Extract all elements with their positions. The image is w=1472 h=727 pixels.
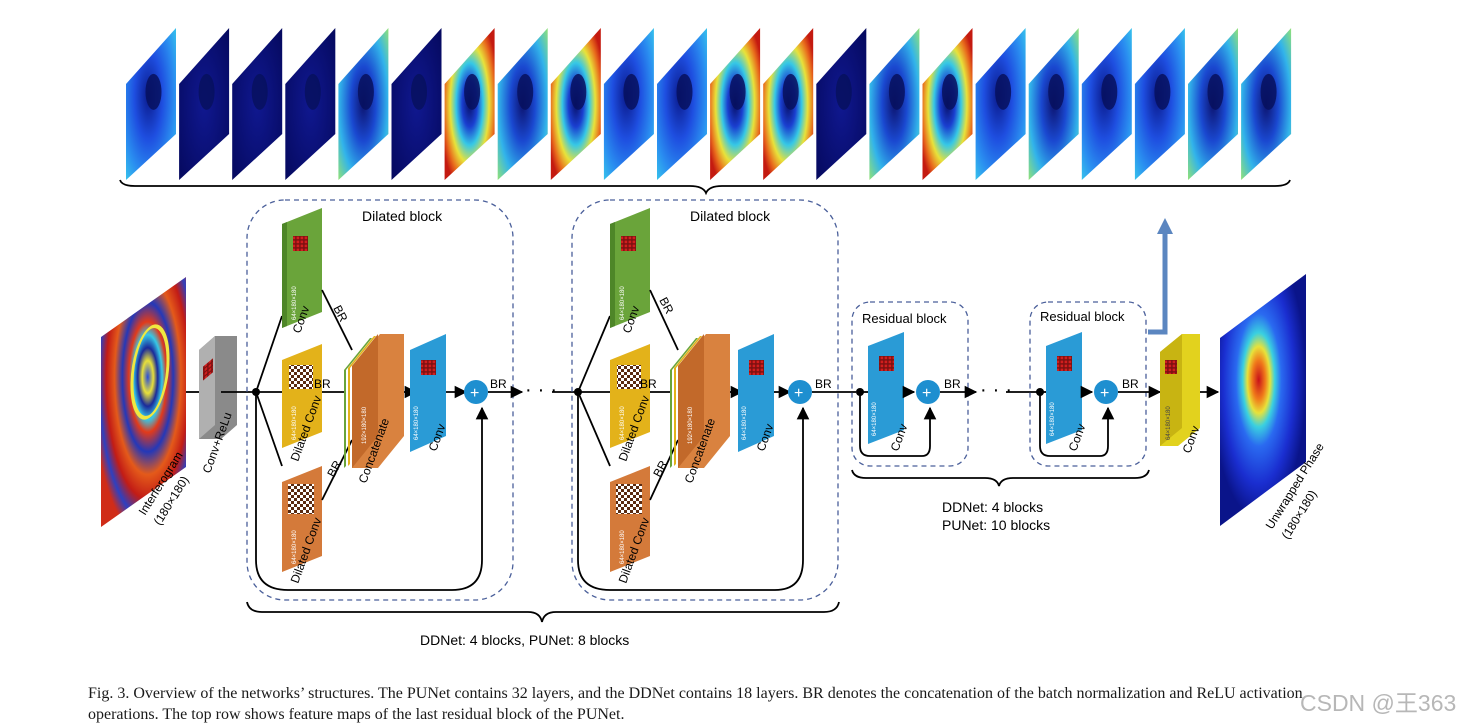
svg-text:64×180×180: 64×180×180 [872, 402, 878, 436]
dilated-block-2 [571, 199, 839, 601]
feature-map-arrow [1148, 218, 1173, 335]
feature-map-label: 15 [516, 159, 533, 176]
feature-map-label: 44 [994, 159, 1011, 176]
feature-map-label: 2 [144, 164, 157, 176]
dilated-block-2-title: Dilated block [690, 208, 771, 224]
residual-brace [851, 469, 1150, 487]
feature-map-label: 47 [1047, 159, 1064, 176]
unwrapped-phase-image [1220, 274, 1306, 526]
feature-map-label: 32 [835, 159, 852, 176]
feature-maps-brace [119, 179, 1291, 196]
feature-map-core [1048, 73, 1065, 110]
br-label-2a: BR [656, 295, 676, 317]
feature-map-label: 18 [569, 159, 586, 176]
feature-map-core [623, 73, 640, 110]
feature-map-label: 8 [251, 164, 264, 176]
dilated-block-count: DDNet: 4 blocks, PUNet: 8 blocks [420, 632, 629, 648]
residual-block-2-content: 64×180×180 + [1036, 332, 1162, 457]
feature-map-label: 36 [888, 159, 905, 176]
feature-map-label: 37 [941, 159, 958, 176]
svg-text:+: + [470, 385, 479, 402]
svg-text:64×180×180: 64×180×180 [620, 286, 626, 320]
feature-map-label: 57 [1153, 159, 1170, 176]
feature-map-label: 30 [782, 159, 799, 176]
feature-map-label: 23 [622, 159, 639, 176]
feature-map-core [888, 73, 905, 110]
feature-map-label: 64 [1259, 159, 1276, 176]
feature-map-core [570, 73, 587, 110]
output-conv-layer: 64×180×180 [1160, 334, 1220, 446]
feature-map-label: 29 [728, 159, 745, 176]
feature-map-label: 13 [410, 159, 427, 176]
feature-map-core [411, 73, 427, 110]
ellipsis-1: ··· [525, 379, 563, 401]
residual-block-1 [851, 301, 969, 467]
feature-map-label: 11 [357, 160, 373, 176]
dilated-block-2-content: 64×180×180 64×180×180 64×180×180 192×180… [574, 208, 856, 591]
br-label-2d: BR [815, 377, 832, 391]
br-label-2b: BR [640, 377, 657, 391]
dilated-block-1-content: 64×180×180 64×180×180 64×180×180 192×180… [252, 208, 524, 591]
dilated-block-1 [246, 199, 514, 601]
watermark: CSDN @王363 [1300, 690, 1457, 716]
feature-map-core [464, 73, 481, 110]
feature-map-core [198, 73, 215, 110]
feature-map-core [995, 73, 1012, 110]
residual-block-1-title: Residual block [862, 311, 947, 326]
feature-map-core [1260, 73, 1277, 110]
feature-map-label: 49 [1100, 159, 1117, 176]
feature-map-core [145, 73, 162, 110]
conv-relu-layer [199, 336, 237, 439]
ellipsis-2: ··· [980, 379, 1018, 401]
residual-count-line1: DDNet: 4 blocks [942, 499, 1043, 515]
svg-text:64×180×180: 64×180×180 [620, 530, 626, 564]
residual-block-1-content: 64×180×180 + [856, 332, 978, 457]
svg-text:64×180×180: 64×180×180 [292, 286, 298, 320]
feature-map-label: 3 [197, 164, 210, 176]
residual-block-2-title: Residual block [1040, 309, 1125, 324]
feature-map-core [251, 73, 268, 110]
residual-block-2 [1029, 301, 1147, 467]
dilated-brace [246, 601, 840, 623]
feature-map-core [942, 73, 958, 110]
br-label-1a: BR [330, 303, 350, 325]
svg-text:64×180×180: 64×180×180 [620, 406, 626, 440]
svg-text:64×180×180: 64×180×180 [292, 530, 298, 564]
svg-text:64×180×180: 64×180×180 [1166, 406, 1172, 440]
figure-caption: Fig. 3. Overview of the networks’ struct… [88, 685, 1303, 723]
feature-map-label: 26 [675, 159, 692, 176]
feature-map-core [1154, 73, 1171, 110]
feature-map-core [835, 73, 852, 110]
feature-map-core [517, 73, 534, 110]
br-label-r1: BR [944, 377, 961, 391]
feature-map-core [729, 73, 746, 110]
feature-map-core [782, 73, 799, 110]
svg-text:64×180×180: 64×180×180 [414, 406, 420, 440]
dilated-block-1-title: Dilated block [362, 208, 443, 224]
feature-map-core [676, 73, 693, 110]
svg-text:192×180×180: 192×180×180 [362, 406, 368, 444]
interferogram-image [101, 277, 186, 527]
feature-map-label: 9 [304, 164, 317, 176]
feature-map-label: 14 [463, 159, 480, 176]
svg-text:+: + [1100, 385, 1109, 402]
br-label-1b: BR [314, 377, 331, 391]
svg-text:64×180×180: 64×180×180 [292, 406, 298, 440]
svg-text:+: + [922, 385, 931, 402]
svg-text:64×180×180: 64×180×180 [742, 406, 748, 440]
br-label-r2: BR [1122, 377, 1139, 391]
svg-text:192×180×180: 192×180×180 [688, 406, 694, 444]
svg-text:+: + [794, 385, 803, 402]
feature-map-core [357, 73, 374, 110]
svg-text:64×180×180: 64×180×180 [1050, 402, 1056, 436]
br-label-1d: BR [490, 377, 507, 391]
residual-count-line2: PUNet: 10 blocks [942, 517, 1050, 533]
feature-map-label: 59 [1206, 159, 1223, 176]
feature-map-core [1207, 73, 1224, 110]
feature-map-core [1101, 73, 1118, 110]
feature-map-core [304, 73, 321, 110]
